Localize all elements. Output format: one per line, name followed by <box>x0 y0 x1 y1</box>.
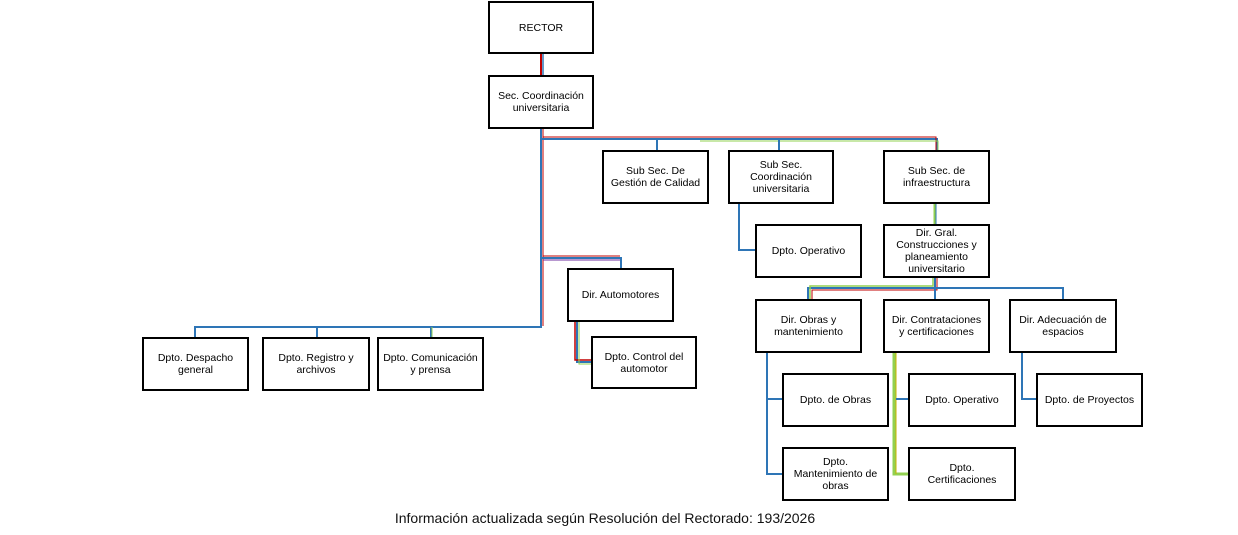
connector-sec-automotores <box>541 257 622 268</box>
node-subsec-gestion-calidad-label: Sub Sec. De Gestión de Calidad <box>610 165 701 189</box>
node-dpto-despacho-label: Dpto. Despacho general <box>157 352 234 376</box>
node-dir-contrataciones: Dir. Contrataciones y certificaciones <box>883 299 990 353</box>
node-dir-gral-construcciones-label: Dir. Gral. Construcciones y planeamiento… <box>896 227 977 275</box>
connector-adecuacion-proyectos <box>1021 352 1036 400</box>
connector-contrat-dptos <box>892 352 908 476</box>
node-dpto-certificaciones-label: Dpto. Certificaciones <box>927 462 997 486</box>
node-dpto-registro-label: Dpto. Registro y archivos <box>278 352 354 376</box>
node-subsec-coordinacion: Sub Sec. Coordinación universitaria <box>728 150 834 204</box>
node-subsec-infraestructura-label: Sub Sec. de infraestructura <box>902 165 971 189</box>
connector-obras-dptos <box>766 352 782 475</box>
node-dpto-control-automotor: Dpto. Control del automotor <box>591 336 697 389</box>
node-dir-automotores-label: Dir. Automotores <box>581 289 660 301</box>
node-dpto-proyectos-label: Dpto. de Proyectos <box>1044 394 1135 406</box>
node-dpto-control-automotor-label: Dpto. Control del automotor <box>604 350 684 375</box>
node-dir-contrataciones-label: Dir. Contrataciones y certificaciones <box>891 314 982 338</box>
node-dir-adecuacion-label: Dir. Adecuación de espacios <box>1019 314 1107 338</box>
node-dpto-operativo-contrat-label: Dpto. Operativo <box>925 394 999 406</box>
connector-automotores-control <box>576 321 591 363</box>
node-dpto-operativo-contrat: Dpto. Operativo <box>908 373 1016 427</box>
node-sec-coordinacion-label: Sec. Coordinación universitaria <box>498 90 584 114</box>
node-dpto-comunicacion: Dpto. Comunicación y prensa <box>377 337 484 391</box>
node-rector: RECTOR <box>488 1 594 54</box>
node-dpto-mantenimiento: Dpto. Mantenimiento de obras <box>782 447 889 501</box>
node-dir-adecuacion: Dir. Adecuación de espacios <box>1009 299 1117 353</box>
node-dir-obras: Dir. Obras y mantenimiento <box>755 299 862 353</box>
node-dir-automotores: Dir. Automotores <box>567 268 674 322</box>
node-dpto-registro: Dpto. Registro y archivos <box>262 337 370 391</box>
connector-sec-subsecs <box>541 138 938 150</box>
node-subsec-gestion-calidad: Sub Sec. De Gestión de Calidad <box>602 150 709 204</box>
node-subsec-infraestructura: Sub Sec. de infraestructura <box>883 150 990 204</box>
node-dpto-comunicacion-label: Dpto. Comunicación y prensa <box>383 352 478 376</box>
connector-sec-trunk <box>194 128 542 337</box>
connector-subsec-operativo <box>738 203 755 251</box>
node-dpto-obras: Dpto. de Obras <box>782 373 889 427</box>
node-dpto-proyectos: Dpto. de Proyectos <box>1036 373 1143 427</box>
node-dir-obras-label: Dir. Obras y mantenimiento <box>774 314 843 338</box>
connector-dirgral-dirs <box>807 277 936 299</box>
node-dpto-despacho: Dpto. Despacho general <box>142 337 249 391</box>
node-subsec-coordinacion-label: Sub Sec. Coordinación universitaria <box>750 159 812 195</box>
node-dpto-obras-label: Dpto. de Obras <box>799 394 872 406</box>
node-dpto-operativo-coord-label: Dpto. Operativo <box>771 245 846 257</box>
node-dir-gral-construcciones: Dir. Gral. Construcciones y planeamiento… <box>883 224 990 278</box>
node-dpto-operativo-coord: Dpto. Operativo <box>755 224 862 278</box>
node-dpto-mantenimiento-label: Dpto. Mantenimiento de obras <box>793 456 878 492</box>
node-sec-coordinacion: Sec. Coordinación universitaria <box>488 75 594 129</box>
update-caption: Información actualizada según Resolución… <box>394 510 816 526</box>
node-rector-label: RECTOR <box>518 21 564 34</box>
node-dpto-certificaciones: Dpto. Certificaciones <box>908 447 1016 501</box>
